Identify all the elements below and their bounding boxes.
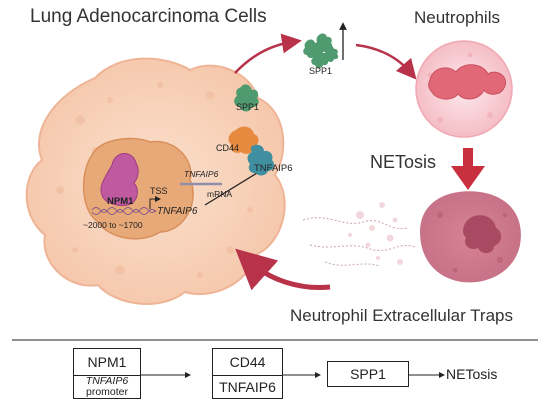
arrow-traps-to-cell bbox=[235, 248, 331, 291]
label-npm1: NPM1 bbox=[107, 196, 134, 207]
title-lung-cells: Lung Adenocarcinoma Cells bbox=[30, 6, 267, 27]
spp1-protein-near-cell bbox=[234, 84, 259, 112]
title-netosis: NETosis bbox=[370, 152, 437, 172]
label-cd44: CD44 bbox=[216, 143, 240, 153]
netosis-arrow bbox=[451, 148, 485, 190]
neutrophil-extracellular-traps bbox=[302, 191, 521, 283]
flow-box-tnfaip6: TNFAIP6 bbox=[219, 379, 276, 395]
label-mrna-gene: TNFAIP6 bbox=[184, 169, 219, 179]
flow-box-spp1: SPP1 bbox=[327, 361, 409, 387]
flow-box-npm1-top: NPM1 bbox=[74, 349, 140, 376]
flow-box-npm1-gene: TNFAIP6 bbox=[85, 375, 129, 387]
title-neutrophils: Neutrophils bbox=[414, 8, 500, 27]
label-tss: TSS bbox=[150, 186, 168, 196]
spp1-secreted-cluster bbox=[303, 33, 339, 68]
label-tnfaip6-protein: TNFAIP6 bbox=[254, 163, 293, 174]
cd44-protein bbox=[228, 126, 259, 154]
flow-box-cd44-top: CD44 bbox=[213, 349, 282, 376]
flow-end-netosis: NETosis bbox=[446, 366, 498, 382]
label-mrna: mRNA bbox=[207, 189, 233, 199]
title-traps: Neutrophil Extracellular Traps bbox=[290, 306, 513, 325]
flow-box-cd44: CD44 TNFAIP6 bbox=[212, 348, 283, 399]
label-spp1-top: SPP1 bbox=[309, 66, 333, 76]
tumor-cell bbox=[25, 57, 286, 305]
neutrophil bbox=[415, 40, 513, 138]
label-gene: TNFAIP6 bbox=[157, 206, 198, 217]
flow-box-npm1: NPM1 TNFAIP6 promoter bbox=[73, 348, 141, 399]
label-spp1-near: SPP1 bbox=[236, 102, 260, 112]
flow-box-npm1-promoter: promoter bbox=[85, 386, 128, 398]
arrow-spp1-to-neutrophil bbox=[355, 43, 417, 80]
tnfaip6-protein bbox=[247, 144, 275, 176]
arrow-cell-to-spp1 bbox=[234, 33, 302, 74]
label-range: ~2000 to ~1700 bbox=[83, 220, 143, 230]
